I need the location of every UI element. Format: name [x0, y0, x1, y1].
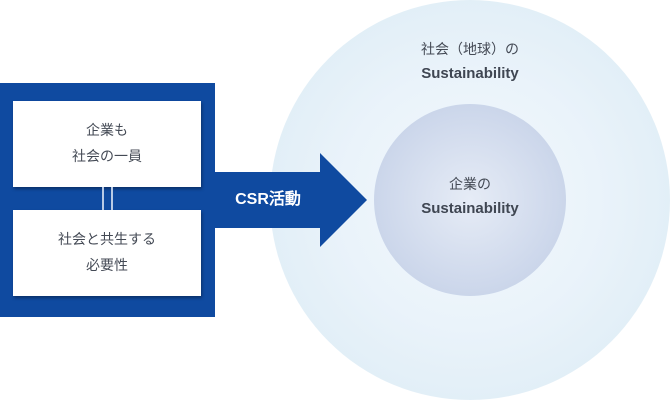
company-member-line1: 企業も	[86, 123, 128, 139]
coexistence-line2: 必要性	[86, 258, 128, 274]
csr-arrow-icon	[215, 153, 367, 247]
coexistence-card: 社会と共生する 必要性	[13, 210, 201, 296]
csr-arrow-shape	[215, 153, 367, 247]
corporate-sustainability-label: 企業の Sustainability	[350, 173, 590, 221]
company-member-line2: 社会の一員	[72, 149, 142, 165]
connector-line	[111, 187, 113, 210]
company-member-card: 企業も 社会の一員	[13, 101, 201, 187]
society-sustainability-title: 社会（地球）の	[421, 42, 519, 58]
csr-activity-label: CSR活動	[235, 191, 301, 208]
society-sustainability-subtitle: Sustainability	[421, 65, 519, 82]
connector-line	[102, 187, 104, 210]
society-sustainability-label: 社会（地球）の Sustainability	[350, 38, 590, 86]
corporate-sustainability-title: 企業の	[449, 177, 491, 193]
coexistence-line1: 社会と共生する	[58, 232, 156, 248]
corporate-sustainability-subtitle: Sustainability	[421, 200, 519, 217]
corporate-sustainability-circle	[374, 104, 566, 296]
